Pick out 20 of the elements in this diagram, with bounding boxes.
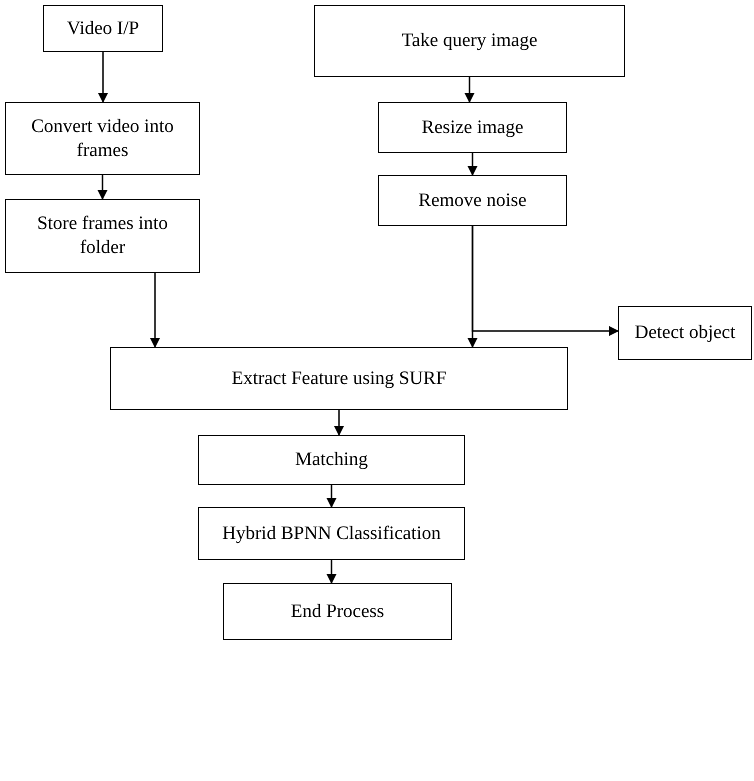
- process-box: Take query image: [314, 5, 625, 77]
- arrow: [472, 226, 619, 336]
- process-box: Convert video into frames: [5, 102, 200, 175]
- arrow: [150, 273, 160, 348]
- process-box: Remove noise: [378, 175, 567, 226]
- process-box: Video I/P: [43, 5, 163, 52]
- arrow: [98, 52, 108, 103]
- process-box: End Process: [223, 583, 452, 640]
- arrow: [464, 77, 474, 103]
- arrow: [326, 485, 336, 508]
- process-box: Hybrid BPNN Classification: [198, 507, 465, 560]
- arrow: [326, 560, 336, 584]
- arrow: [334, 410, 344, 436]
- process-box: Detect object: [618, 306, 752, 360]
- process-box: Matching: [198, 435, 465, 485]
- arrow: [98, 175, 108, 200]
- arrow: [468, 153, 478, 176]
- process-box: Store frames into folder: [5, 199, 200, 273]
- process-box: Extract Feature using SURF: [110, 347, 568, 410]
- process-box: Resize image: [378, 102, 567, 153]
